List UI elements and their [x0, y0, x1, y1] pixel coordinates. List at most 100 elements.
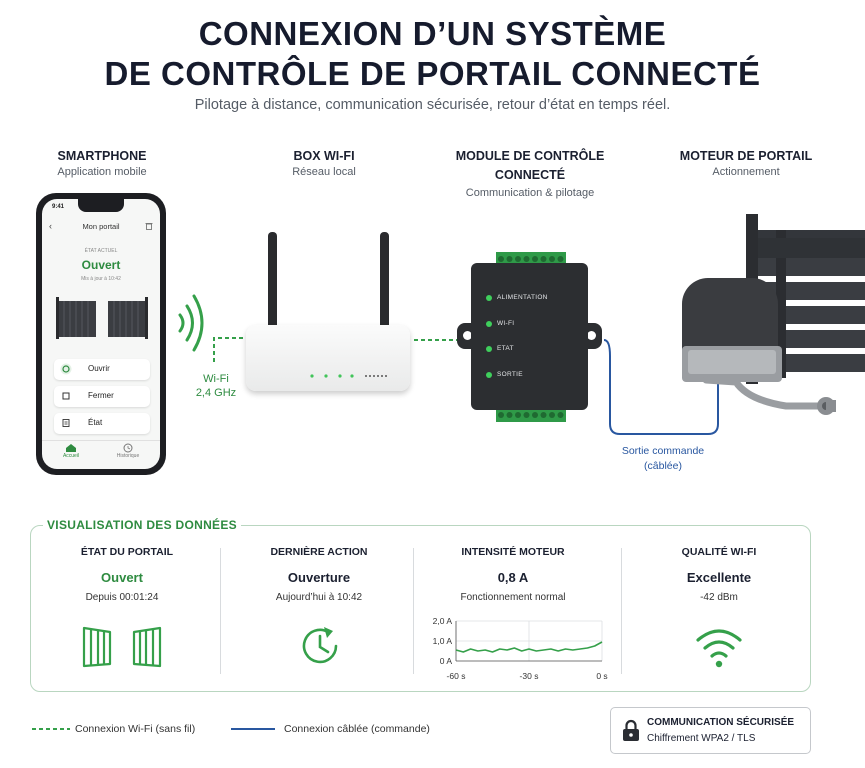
- chart-x-tick-label: 0 s: [596, 671, 607, 681]
- open-button-label: Ouvrir: [88, 364, 110, 373]
- phone-time: 9:41: [52, 204, 65, 210]
- terminal-screws-bottom: [498, 412, 564, 418]
- phone-updated: Mis à jour à 10:42: [81, 276, 121, 282]
- close-button-label: Fermer: [88, 391, 114, 400]
- title-line-1: CONNEXION D’UN SYSTÈME: [198, 15, 667, 52]
- wifi-link-line2: 2,4 GHz: [195, 387, 237, 399]
- home-icon: [66, 444, 76, 452]
- chart-y-tick-label: 2,0 A: [433, 616, 453, 626]
- terminal-block-bottom: [496, 408, 566, 422]
- module-title-2: CONNECTÉ: [494, 168, 566, 182]
- chart-y-tick-label: 1,0 A: [433, 636, 453, 646]
- wifi-quality-value: Excellente: [686, 570, 752, 585]
- gate-state-value: Ouvert: [101, 570, 143, 585]
- router-module-link: [414, 339, 458, 341]
- panel-divider-2: [413, 548, 414, 674]
- router-leds: [310, 374, 387, 378]
- smartphone-heading: SMARTPHONE Application mobile: [22, 147, 182, 178]
- last-action-sub: Aujourd’hui à 10:42: [275, 592, 363, 603]
- power-icon: [60, 363, 72, 375]
- led-wifi-label: WI-FI: [497, 320, 515, 327]
- wifi-quality-title: QUALITÉ WI-FI: [681, 546, 757, 558]
- motor-subtitle: Actionnement: [712, 166, 780, 178]
- wired-link-label: Sortie commande (câblée): [607, 444, 719, 474]
- motor-heading: MOTEUR DE PORTAIL Actionnement: [666, 147, 826, 178]
- wifi-quality-sub: -42 dBm: [700, 592, 738, 603]
- motor-current-chart: 2,0 A 1,0 A 0 A -60 s -30 s 0 s: [433, 616, 608, 681]
- motor-title: MOTEUR DE PORTAIL: [679, 149, 813, 163]
- motor-current-sub: Fonctionnement normal: [460, 592, 566, 603]
- router-antenna-right: [380, 232, 389, 328]
- last-action-value: Ouverture: [287, 570, 351, 585]
- page-subtitle: Pilotage à distance, communication sécur…: [194, 97, 671, 113]
- phone-state-label: ÉTAT ACTUEL: [84, 248, 118, 254]
- wired-link-line: [603, 339, 719, 435]
- wifi-waves-icon: [178, 294, 204, 352]
- terminal-block-top: [496, 252, 566, 266]
- back-icon[interactable]: ‹: [49, 221, 52, 231]
- led-power: [486, 295, 492, 301]
- module-hole-right: [587, 331, 596, 340]
- panel-divider-1: [220, 548, 221, 674]
- wifi-link-label: Wi-Fi 2,4 GHz: [184, 372, 248, 400]
- page-title: CONNEXION D’UN SYSTÈME DE CONTRÔLE DE PO…: [0, 14, 865, 94]
- status-button[interactable]: État: [54, 413, 150, 434]
- motor-current-value: 0,8 A: [497, 570, 529, 585]
- open-button[interactable]: Ouvrir: [54, 359, 150, 380]
- control-module: [471, 263, 588, 410]
- wired-link-line1: Sortie commande: [621, 445, 705, 457]
- gate-open-outline-icon: [82, 626, 162, 668]
- smartphone-subtitle: Application mobile: [57, 166, 147, 178]
- wifi-router: [246, 325, 410, 391]
- motor-current-title: INTENSITÉ MOTEUR: [461, 546, 565, 558]
- wired-link-line2: (câblée): [644, 460, 682, 472]
- box-subtitle: Réseau local: [292, 166, 356, 178]
- secure-subtitle: Chiffrement WPA2 / TLS: [647, 733, 756, 744]
- module-heading: MODULE DE CONTRÔLE CONNECTÉ Communicatio…: [440, 147, 620, 199]
- wifi-signal-icon: [696, 629, 742, 668]
- wifi-link-line1: Wi-Fi: [203, 373, 229, 385]
- clock-icon: [123, 443, 133, 453]
- panel-divider-3: [621, 548, 622, 674]
- chart-y-tick-label: 0 A: [440, 656, 453, 666]
- led-output: [486, 372, 492, 378]
- chart-x-tick-label: -30 s: [520, 671, 539, 681]
- gate-motor-illustration: [682, 214, 865, 415]
- led-state-label: ETAT: [497, 345, 514, 352]
- led-state: [486, 346, 492, 352]
- secure-communication-box: [610, 707, 811, 754]
- title-line-2: DE CONTRÔLE DE PORTAIL CONNECTÉ: [104, 55, 761, 92]
- close-button[interactable]: Fermer: [54, 386, 150, 407]
- status-button-label: État: [88, 418, 103, 427]
- clock-refresh-icon: [302, 627, 338, 664]
- led-wifi: [486, 321, 492, 327]
- led-output-label: SORTIE: [497, 371, 523, 378]
- phone-notch: [78, 199, 124, 212]
- terminal-screws-top: [498, 256, 564, 262]
- data-visualization-panel: [30, 525, 811, 692]
- trash-icon[interactable]: [145, 222, 153, 230]
- list-icon: [62, 419, 70, 427]
- legend-cable-label: Connexion câblée (commande): [284, 723, 430, 735]
- wifi-link-line: [213, 337, 250, 362]
- tab-history[interactable]: Historique: [108, 443, 148, 459]
- module-hole-left: [463, 331, 472, 340]
- box-heading: BOX WI-FI Réseau local: [244, 147, 404, 178]
- legend-wifi-line: [32, 728, 70, 730]
- module-title-1: MODULE DE CONTRÔLE: [455, 149, 605, 163]
- lock-icon: [623, 719, 639, 741]
- chart-x-tick-label: -60 s: [447, 671, 466, 681]
- phone-tabbar-divider: [42, 440, 160, 441]
- tab-home[interactable]: Accueil: [51, 443, 91, 459]
- led-power-label: ALIMENTATION: [497, 294, 548, 301]
- phone-state-value: Ouvert: [81, 258, 121, 272]
- data-panel-title: VISUALISATION DES DONNÉES: [43, 518, 241, 532]
- legend-cable-line: [231, 728, 275, 730]
- box-title: BOX WI-FI: [293, 149, 355, 163]
- tab-home-label: Accueil: [62, 453, 80, 459]
- last-action-title: DERNIÈRE ACTION: [270, 546, 368, 558]
- module-subtitle: Communication & pilotage: [465, 187, 595, 199]
- smartphone-title: SMARTPHONE: [57, 149, 147, 163]
- legend-wifi-label: Connexion Wi-Fi (sans fil): [75, 723, 196, 735]
- gate-open-icon: [56, 297, 148, 339]
